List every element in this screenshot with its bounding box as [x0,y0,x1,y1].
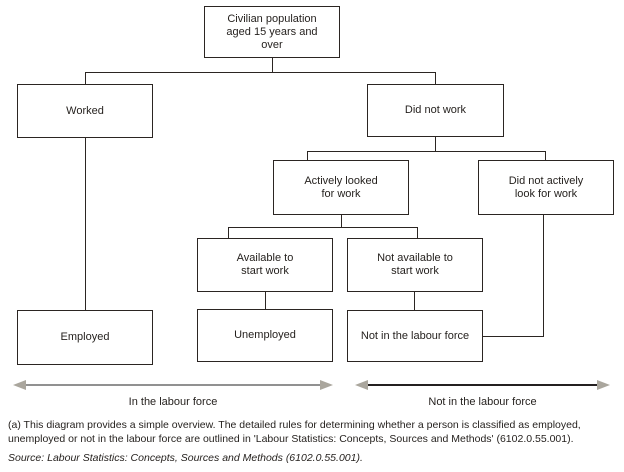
node-did-not-work: Did not work [367,84,504,137]
node-available-to-start-work-label: Available to start work [236,252,294,277]
connector-available-to-unemployed [265,292,266,309]
node-employed-label: Employed [60,331,110,343]
node-available-to-start-work: Available to start work [197,238,333,292]
node-unemployed-label: Unemployed [234,329,296,341]
arrowhead-left-icon [355,380,368,390]
connector-civilian-stem [272,57,273,72]
node-did-not-work-label: Did not work [404,104,467,116]
node-not-in-labour-force-label: Not in the labour force [360,329,470,342]
arrowhead-right-icon [597,380,610,390]
connector-worked-to-employed [85,138,86,310]
connector-actively-looked-stem [341,215,342,227]
node-not-available-to-start-work-label: Not available to start work [377,252,453,277]
node-not-in-labour-force: Not in the labour force [347,310,483,362]
connector-actively-looked-drop [307,151,308,160]
node-employed: Employed [17,310,153,365]
connector-nilf-elbow [483,336,544,337]
connector-did-not-work-drop [435,72,436,84]
connector-not-available-to-nilf [414,292,415,310]
connector-did-not-work-stem [435,137,436,151]
connector-did-not-actively-drop [545,151,546,160]
node-actively-looked-for-work-label: Actively looked for work [304,174,378,200]
connector-did-not-actively-stem [543,215,544,337]
arrow-line [368,384,597,386]
not-in-labour-force-label: Not in the labour force [428,396,537,408]
node-did-not-actively-look-label: Did not actively look for work [508,174,584,200]
connector-not-available-drop [417,227,418,238]
node-actively-looked-for-work: Actively looked for work [273,160,409,215]
connector-available-drop [228,227,229,238]
node-did-not-actively-look: Did not actively look for work [478,160,614,215]
footnote-text: (a) This diagram provides a simple overv… [8,419,581,445]
arrowhead-right-icon [320,380,333,390]
node-civilian-population: Civilian population aged 15 years and ov… [204,6,340,58]
node-worked: Worked [17,84,153,138]
node-worked-label: Worked [66,104,104,117]
node-not-available-to-start-work: Not available to start work [347,238,483,292]
connector-level2-branch [307,151,546,152]
arrowhead-left-icon [13,380,26,390]
in-labour-force-label: In the labour force [128,396,218,408]
source-text: Source: Labour Statistics: Concepts, Sou… [8,452,363,464]
connector-level1-branch [85,72,436,73]
not-in-labour-force-arrow [355,379,610,391]
node-civilian-population-label: Civilian population aged 15 years and ov… [226,12,318,51]
node-unemployed: Unemployed [197,309,333,362]
connector-worked-drop [85,72,86,84]
in-labour-force-arrow [13,379,333,391]
arrow-line [26,384,320,386]
connector-level3-branch [228,227,418,228]
